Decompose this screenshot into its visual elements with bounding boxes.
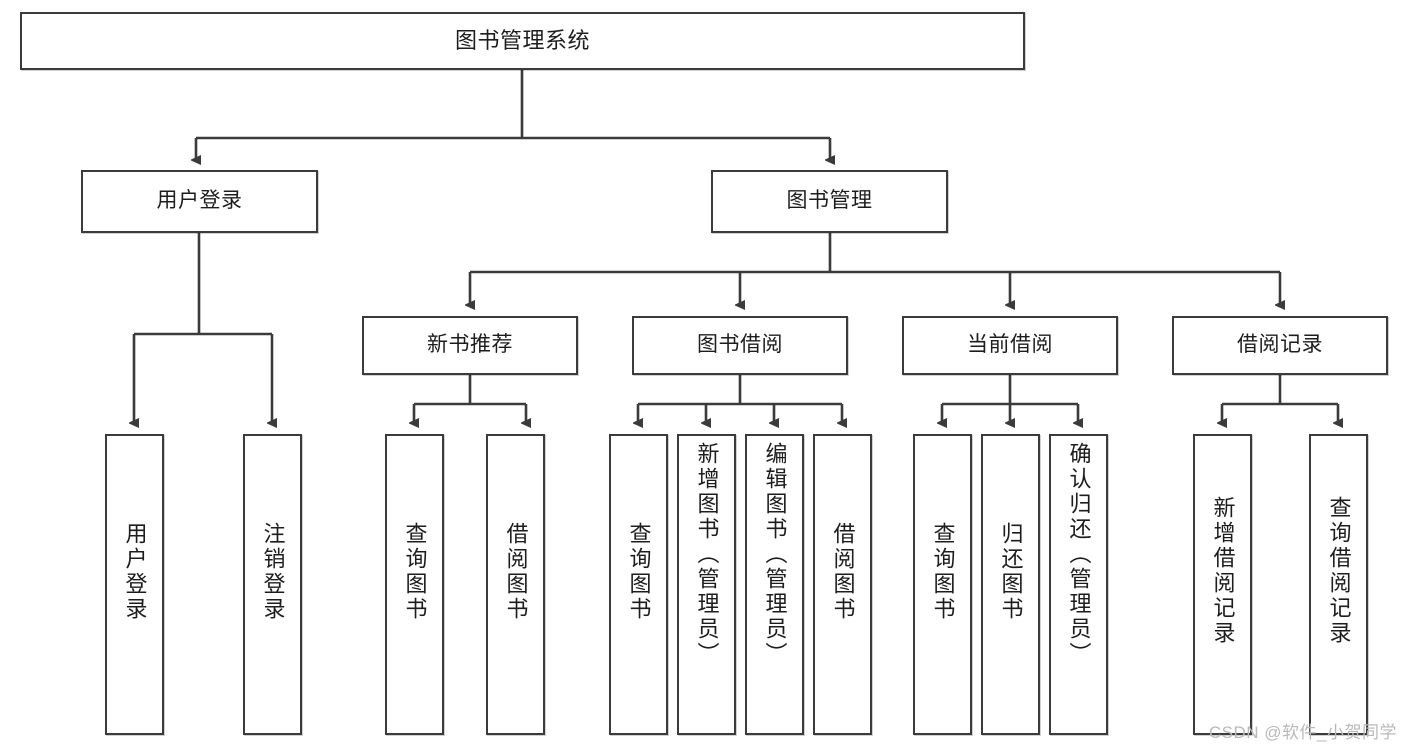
node-label: 借阅记录: [1237, 333, 1323, 357]
node-leaf-query-book-1[interactable]: 查询图书: [385, 434, 444, 735]
node-label: 注销登录: [260, 522, 286, 622]
node-leaf-logout-login[interactable]: 注销登录: [243, 434, 302, 735]
node-label: 借阅图书: [830, 522, 856, 622]
node-leaf-confirm-return[interactable]: 确认归还（管理员）: [1049, 434, 1108, 735]
node-borrow-record[interactable]: 借阅记录: [1172, 316, 1388, 375]
node-label: 新增图书（管理员）: [694, 442, 720, 667]
node-leaf-return-book[interactable]: 归还图书: [981, 434, 1040, 735]
node-label: 查询图书: [402, 522, 428, 622]
node-leaf-borrow-book-2[interactable]: 借阅图书: [813, 434, 872, 735]
node-leaf-edit-book[interactable]: 编辑图书（管理员）: [745, 434, 804, 735]
node-leaf-add-record[interactable]: 新增借阅记录: [1193, 434, 1252, 735]
node-leaf-user-login[interactable]: 用户登录: [105, 434, 164, 735]
node-label: 查询图书: [626, 522, 652, 622]
csdn-watermark: CSDN @软件_小贺同学: [1208, 723, 1397, 742]
node-root-book-management-system[interactable]: 图书管理系统: [20, 12, 1025, 70]
node-label: 新书推荐: [427, 333, 513, 357]
node-label: 新增借阅记录: [1210, 496, 1236, 646]
node-label: 当前借阅: [967, 333, 1053, 357]
node-label: 归还图书: [998, 522, 1024, 622]
node-label: 编辑图书（管理员）: [762, 442, 788, 667]
node-leaf-add-book[interactable]: 新增图书（管理员）: [677, 434, 736, 735]
node-label: 用户登录: [156, 189, 243, 213]
node-label: 借阅图书: [503, 522, 529, 622]
node-leaf-borrow-book-1[interactable]: 借阅图书: [486, 434, 545, 735]
node-leaf-query-record[interactable]: 查询借阅记录: [1309, 434, 1368, 735]
node-new-book-recommend[interactable]: 新书推荐: [362, 316, 578, 375]
node-label: 图书管理: [786, 189, 873, 213]
node-current-borrow[interactable]: 当前借阅: [902, 316, 1118, 375]
node-leaf-query-book-2[interactable]: 查询图书: [609, 434, 668, 735]
node-label: 图书管理系统: [454, 28, 590, 54]
node-label: 查询借阅记录: [1326, 496, 1352, 646]
node-label: 查询图书: [930, 522, 956, 622]
node-user-login[interactable]: 用户登录: [81, 170, 318, 233]
node-label: 图书借阅: [697, 333, 783, 357]
node-leaf-query-book-3[interactable]: 查询图书: [913, 434, 972, 735]
node-book-management[interactable]: 图书管理: [711, 170, 948, 233]
node-label: 确认归还（管理员）: [1066, 442, 1092, 667]
node-book-borrow[interactable]: 图书借阅: [632, 316, 848, 375]
node-label: 用户登录: [122, 522, 148, 622]
